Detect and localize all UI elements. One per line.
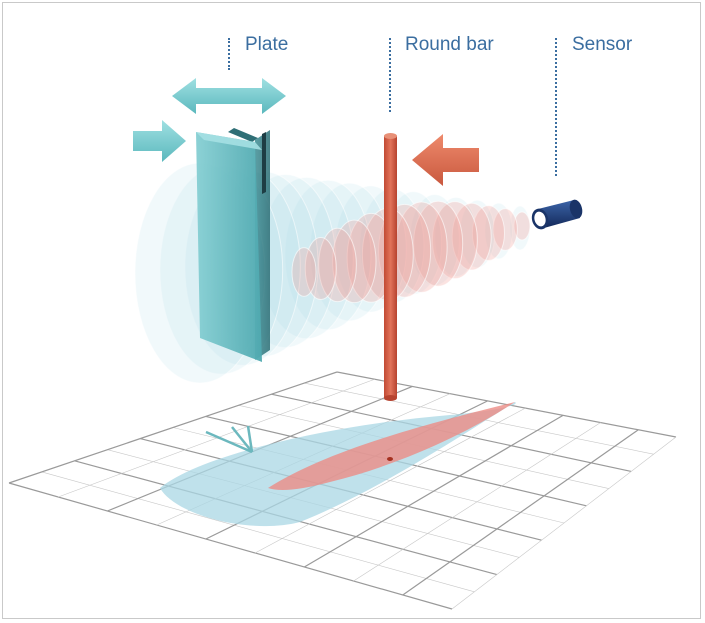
- reflection-arrow-icon: [205, 425, 254, 454]
- bar-beam-footprint: [268, 402, 515, 490]
- plate-label: Plate: [245, 34, 289, 55]
- plate-leader: [228, 38, 230, 70]
- round-bar-label: Round bar: [405, 34, 494, 55]
- plate: [196, 128, 270, 362]
- sensor-leader: [555, 38, 557, 176]
- round-bar-detection-beam: [291, 200, 531, 304]
- round-bar: [384, 133, 397, 401]
- arrow-right-icon: [133, 120, 186, 162]
- round-bar-leader: [389, 38, 391, 112]
- bar-floor-point: [387, 457, 393, 461]
- arrow-left-icon: [412, 134, 479, 186]
- double-arrow-left-right-icon: [172, 78, 286, 114]
- sensor-label: Sensor: [572, 34, 633, 55]
- sensor: [531, 199, 583, 230]
